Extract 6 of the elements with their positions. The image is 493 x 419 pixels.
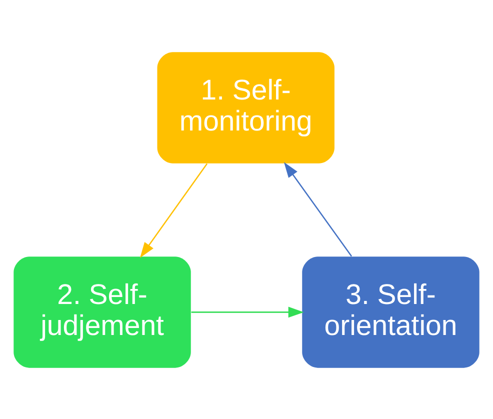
arrow [284,162,352,256]
node-box: 1. Self- monitoring [157,52,334,163]
arrow [140,162,208,258]
node-box: 2. Self- judjement [14,256,191,368]
arrow [191,306,304,318]
node-box: 3. Self- orientation [302,256,480,368]
